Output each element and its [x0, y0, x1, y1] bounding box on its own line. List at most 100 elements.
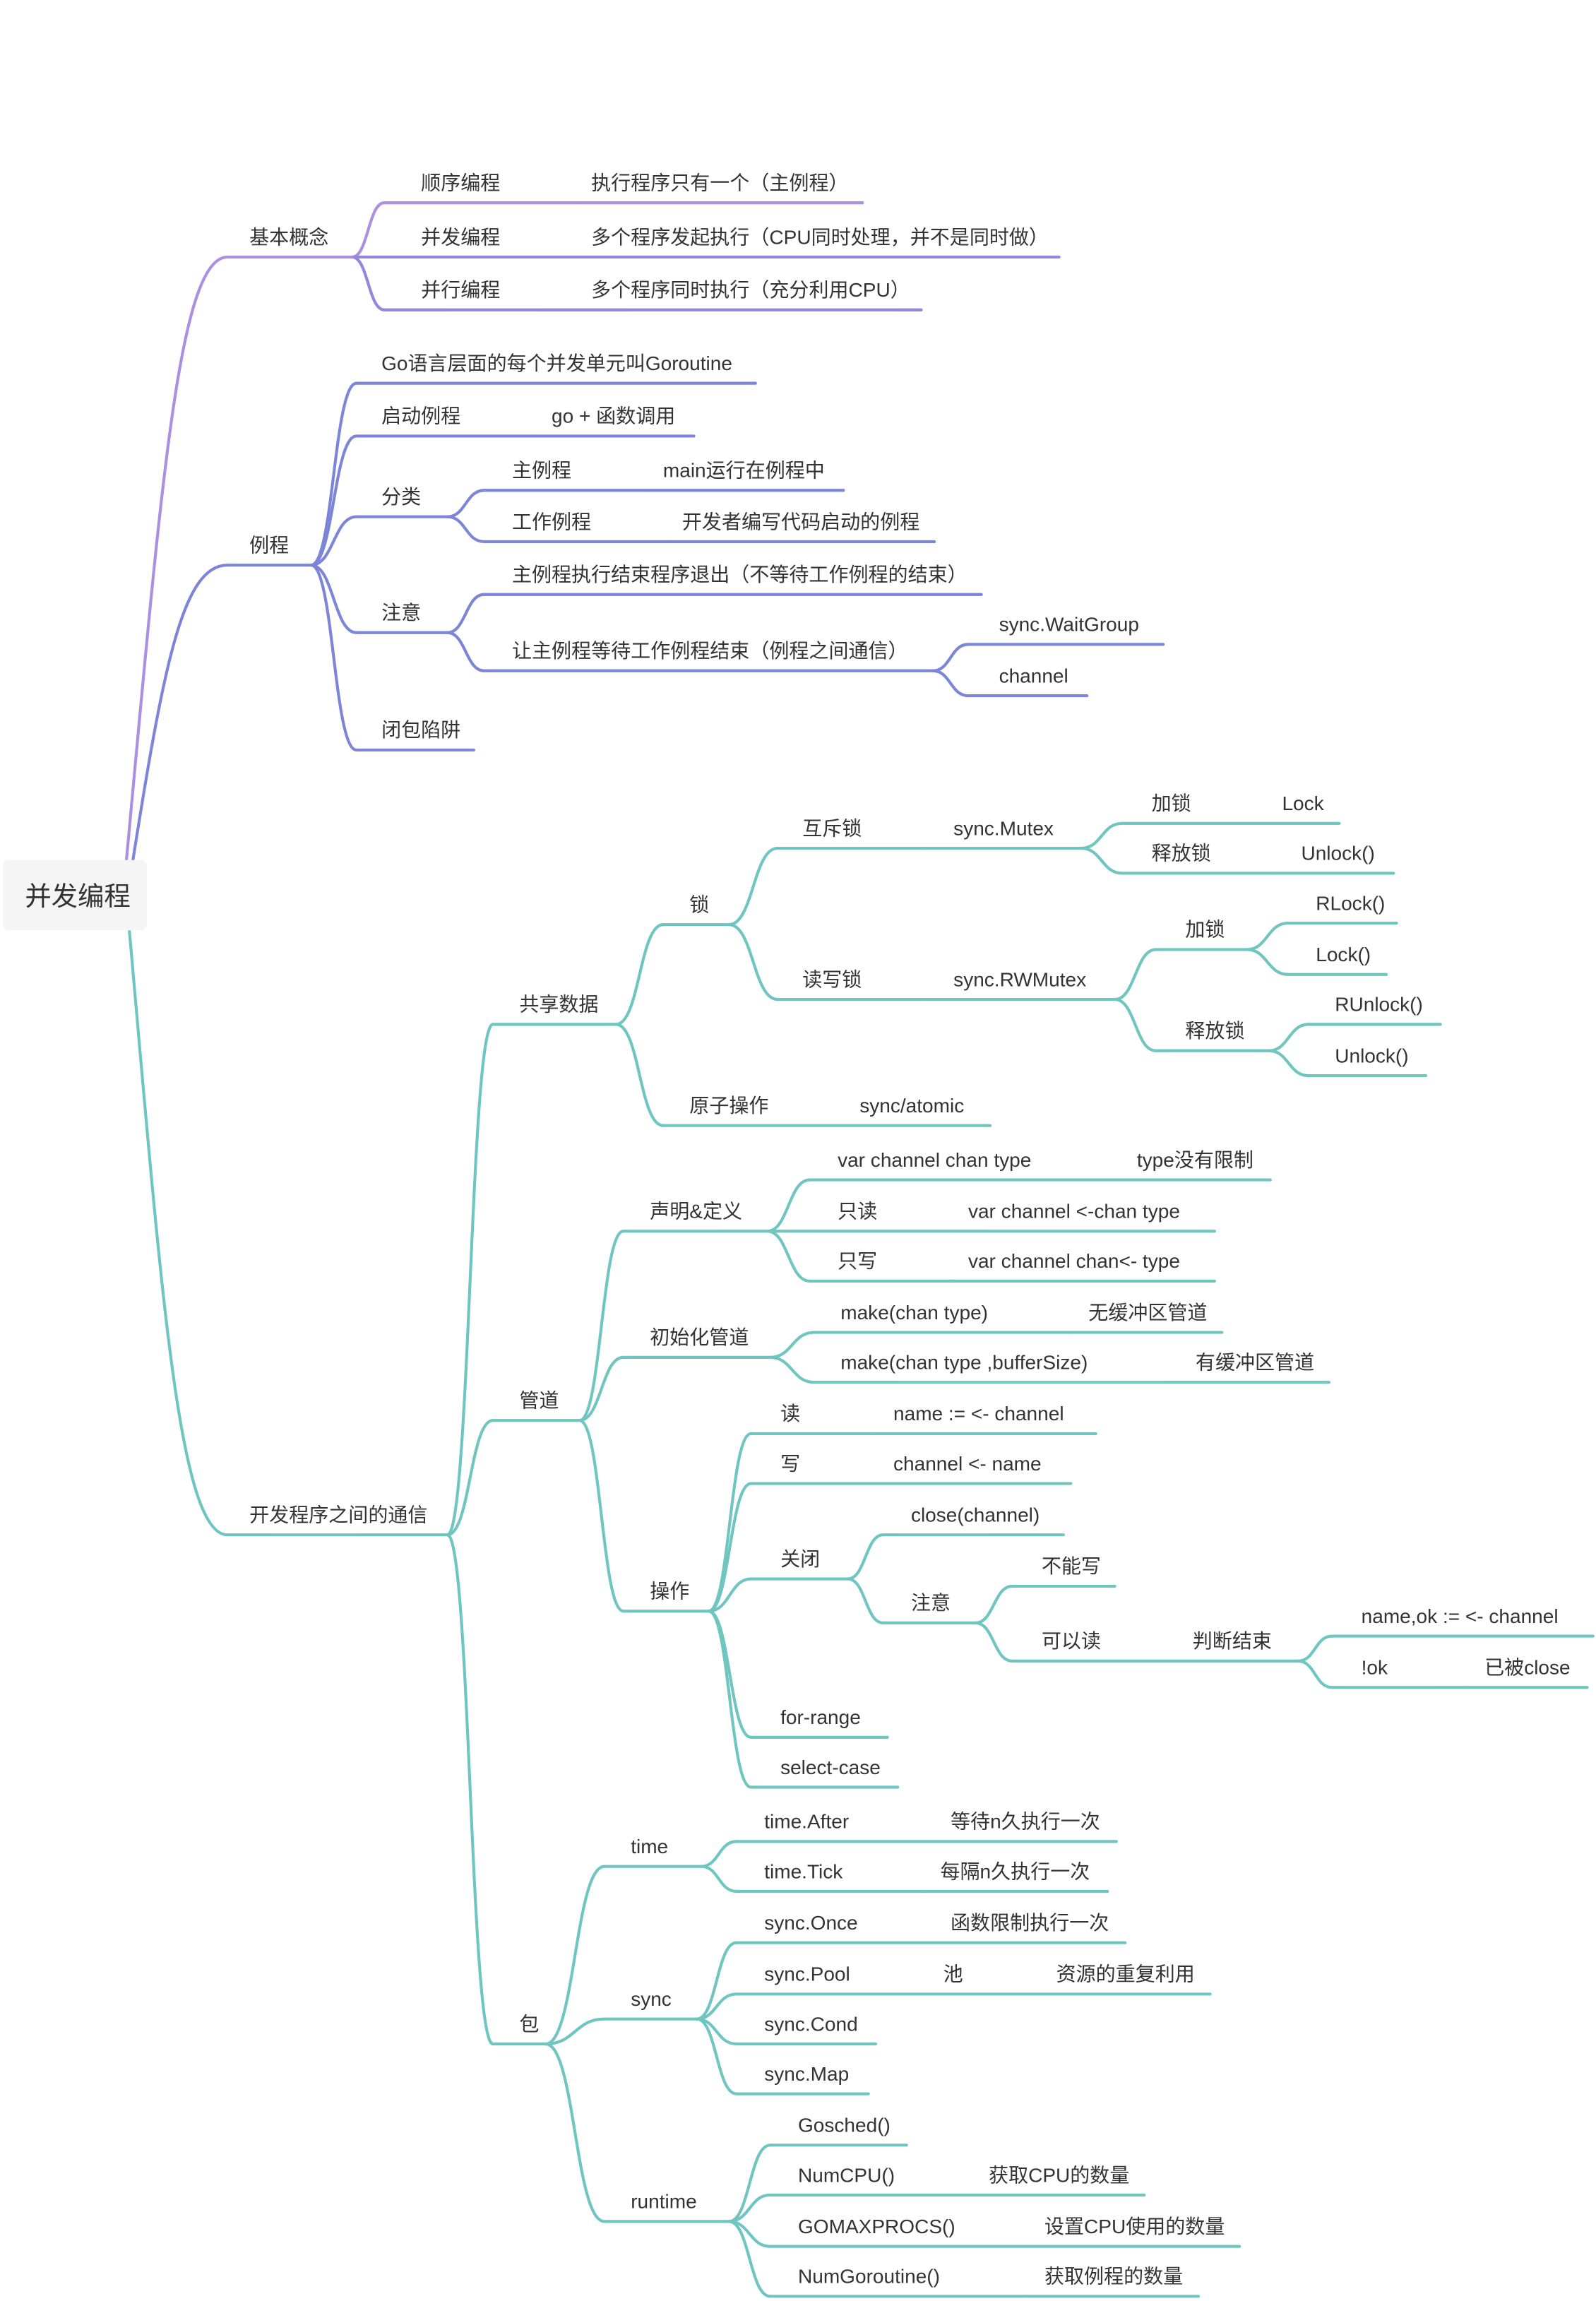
- root-node: 并发编程: [3, 860, 147, 931]
- subtopic-label: 主例程执行结束程序退出（不等待工作例程的结束）: [512, 564, 967, 585]
- branch-connector: [1297, 1634, 1334, 1663]
- root-connector: [127, 926, 230, 1537]
- branch-connector: [1113, 997, 1157, 1052]
- subtopic-label: runtime: [631, 2191, 696, 2213]
- subtopic-label: 顺序编程: [421, 172, 500, 194]
- branch-connector: [707, 1577, 753, 1613]
- subtopic-label: sync.Mutex: [953, 817, 1054, 839]
- branch-connector: [931, 643, 970, 672]
- subtopic-label: NumCPU(): [798, 2164, 895, 2186]
- subtopic-label: RUnlock(): [1335, 994, 1423, 1016]
- branch-connector: [1267, 1023, 1310, 1052]
- branch-connector: [1113, 948, 1157, 1001]
- subtopic-label: 共享数据: [519, 994, 598, 1016]
- subtopic-label: 读: [780, 1403, 800, 1425]
- subtopic-label: make(chan type): [840, 1302, 988, 1324]
- branch-connector: [544, 2017, 606, 2046]
- branch-connector: [614, 1023, 665, 1127]
- subtopic-label: 启动例程: [381, 405, 460, 427]
- branch-connector: [766, 1178, 811, 1233]
- branch-connector: [727, 923, 779, 1001]
- branch-connector: [544, 2042, 606, 2223]
- branch-connector: [1297, 1659, 1334, 1689]
- subtopic-label: type没有限制: [1137, 1149, 1253, 1171]
- subtopic-label: 获取CPU的数量: [989, 2164, 1129, 2186]
- subtopic-label: RLock(): [1316, 892, 1385, 914]
- subtopic-label: 让主例程等待工作例程结束（例程之间通信）: [512, 640, 908, 662]
- subtopic-label: 无缓冲区管道: [1088, 1302, 1207, 1324]
- subtopic-label: Unlock(): [1335, 1045, 1408, 1066]
- subtopic-label: 初始化管道: [650, 1326, 749, 1348]
- connector-layer: [124, 201, 1334, 2298]
- branch-connector: [1267, 1049, 1310, 1078]
- root-node-box: [3, 860, 147, 931]
- branch-connector: [1079, 821, 1124, 850]
- branch-connector: [350, 255, 386, 311]
- branch-connector: [707, 1610, 753, 1739]
- subtopic-label: 分类: [381, 486, 421, 508]
- branch-connector: [544, 1865, 606, 2046]
- subtopic-label: 注意: [381, 602, 421, 624]
- branch-connector: [446, 489, 486, 518]
- subtopic-label: time.After: [764, 1811, 849, 1833]
- subtopic-label: channel <- name: [893, 1453, 1042, 1475]
- subtopic-label: sync/atomic: [859, 1095, 964, 1117]
- branch-connector: [727, 847, 779, 927]
- branch-connector: [1245, 948, 1290, 976]
- subtopic-label: 资源的重复利用: [1056, 1963, 1195, 1985]
- branch-connector: [446, 1023, 495, 1537]
- subtopic-label: 获取例程的数量: [1044, 2266, 1183, 2288]
- subtopic-label: 管道: [519, 1390, 559, 1412]
- subtopic-label: channel: [999, 665, 1068, 686]
- branch-connector: [578, 1355, 625, 1422]
- subtopic-label: 写: [780, 1453, 800, 1475]
- branch-connector: [846, 1577, 885, 1624]
- subtopic-label: 包: [519, 2013, 539, 2035]
- main-topic-label: 基本概念: [249, 226, 328, 248]
- subtopic-label: 加锁: [1185, 919, 1225, 941]
- subtopic-label: time.Tick: [764, 1860, 843, 1882]
- subtopic-label: 锁: [689, 893, 709, 915]
- branch-connector: [931, 669, 970, 698]
- branch-connector: [695, 2017, 738, 2095]
- branch-connector: [695, 1941, 738, 2021]
- branch-connector: [446, 593, 486, 634]
- branch-connector: [446, 515, 486, 544]
- subtopic-label: 多个程序发起执行（CPU同时处理，并不是同时做）: [591, 226, 1049, 248]
- node-layer: 基本概念顺序编程执行程序只有一个（主例程）并发编程多个程序发起执行（CPU同时处…: [225, 172, 1595, 2298]
- branch-connector: [766, 1230, 811, 1283]
- subtopic-label: !ok: [1362, 1657, 1388, 1679]
- subtopic-label: close(channel): [911, 1504, 1040, 1526]
- subtopic-label: Gosched(): [798, 2115, 891, 2136]
- subtopic-label: GOMAXPROCS(): [798, 2216, 955, 2237]
- subtopic-label: time: [631, 1836, 668, 1857]
- subtopic-label: 不能写: [1042, 1555, 1101, 1577]
- subtopic-label: 开发者编写代码启动的例程: [682, 511, 919, 533]
- main-topic-label: 开发程序之间的通信: [249, 1504, 427, 1526]
- subtopic-label: 注意: [911, 1592, 951, 1614]
- subtopic-label: 声明&定义: [650, 1201, 742, 1223]
- subtopic-label: 关闭: [780, 1548, 820, 1570]
- subtopic-label: make(chan type ,bufferSize): [840, 1352, 1088, 1374]
- subtopic-label: 设置CPU使用的数量: [1044, 2216, 1225, 2237]
- subtopic-label: 操作: [650, 1581, 689, 1603]
- subtopic-label: Lock(): [1316, 944, 1371, 965]
- subtopic-label: sync.Once: [764, 1912, 857, 1934]
- branch-connector: [578, 1419, 625, 1613]
- subtopic-label: 每隔n久执行一次: [940, 1860, 1090, 1882]
- branch-connector: [1245, 921, 1290, 951]
- branch-connector: [846, 1533, 885, 1581]
- branch-connector: [727, 2220, 772, 2298]
- branch-connector: [707, 1432, 753, 1613]
- subtopic-label: 只读: [838, 1201, 877, 1223]
- branch-connector: [699, 1865, 738, 1893]
- branch-connector: [446, 1419, 495, 1537]
- subtopic-label: var channel chan<- type: [968, 1250, 1180, 1272]
- subtopic-label: Lock: [1282, 792, 1324, 814]
- subtopic-label: sync.Pool: [764, 1963, 850, 1985]
- subtopic-label: 有缓冲区管道: [1196, 1352, 1314, 1374]
- branch-connector: [768, 1331, 816, 1359]
- subtopic-label: 工作例程: [512, 511, 591, 533]
- subtopic-label: NumGoroutine(): [798, 2266, 940, 2288]
